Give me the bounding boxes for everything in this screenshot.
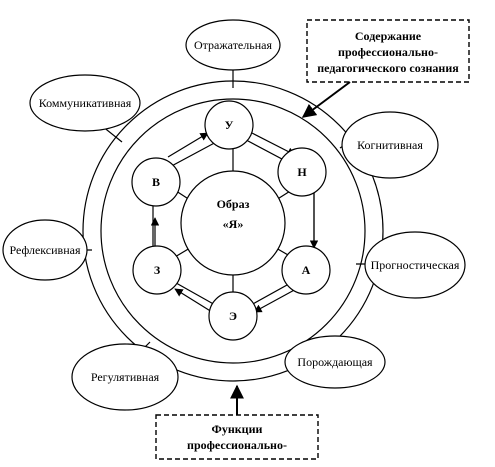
functions-box-line2: профессионально- <box>187 438 287 452</box>
outer-ring-outer-circle <box>82 80 384 382</box>
function-cognitive: Когнитивная <box>341 111 439 179</box>
svg-text:Регулятивная: Регулятивная <box>91 370 160 384</box>
svg-text:Прогностическая: Прогностическая <box>371 258 460 272</box>
function-prognostic: Прогностическая <box>364 231 466 299</box>
svg-text:Э: Э <box>229 309 237 323</box>
content-box-line3: педагогического сознания <box>317 61 459 75</box>
content-box-arrow <box>301 81 351 118</box>
svg-text:У: У <box>225 118 234 132</box>
content-box: Содержание профессионально- педагогическ… <box>306 19 470 83</box>
svg-text:З: З <box>154 263 160 277</box>
core-self-image: Образ «Я» <box>180 170 286 276</box>
svg-text:Отражательная: Отражательная <box>194 38 272 52</box>
svg-text:А: А <box>302 263 311 277</box>
function-regulative: Регулятивная <box>71 343 179 411</box>
svg-text:Рефлексивная: Рефлексивная <box>10 243 81 257</box>
content-box-line2: профессионально- <box>338 45 438 59</box>
function-communicative: Коммуникативная <box>29 74 141 132</box>
function-reflexive: Рефлексивная <box>2 219 88 281</box>
svg-text:Порождающая: Порождающая <box>297 355 373 369</box>
outer-ring-inner-circle <box>100 98 366 364</box>
svg-text:Когнитивная: Когнитивная <box>357 138 423 152</box>
node-a: А <box>281 245 331 295</box>
node-e: Э <box>208 291 258 341</box>
node-v: В <box>131 157 181 207</box>
core-label-line1: Образ <box>217 197 250 211</box>
node-z: З <box>132 245 182 295</box>
core-label-line2: «Я» <box>223 217 244 231</box>
functions-box-line1: Функции <box>212 422 263 436</box>
cycle-arrows <box>150 132 319 313</box>
svg-text:Коммуникативная: Коммуникативная <box>39 96 132 110</box>
svg-text:Н: Н <box>297 165 307 179</box>
svg-text:В: В <box>152 175 160 189</box>
node-n: Н <box>277 147 327 197</box>
function-reflective-mirror: Отражательная <box>185 19 281 71</box>
functions-box: Функции профессионально- <box>155 414 319 460</box>
node-u: У <box>204 100 254 150</box>
content-box-line1: Содержание <box>355 29 422 43</box>
function-generative: Порождающая <box>284 335 386 389</box>
